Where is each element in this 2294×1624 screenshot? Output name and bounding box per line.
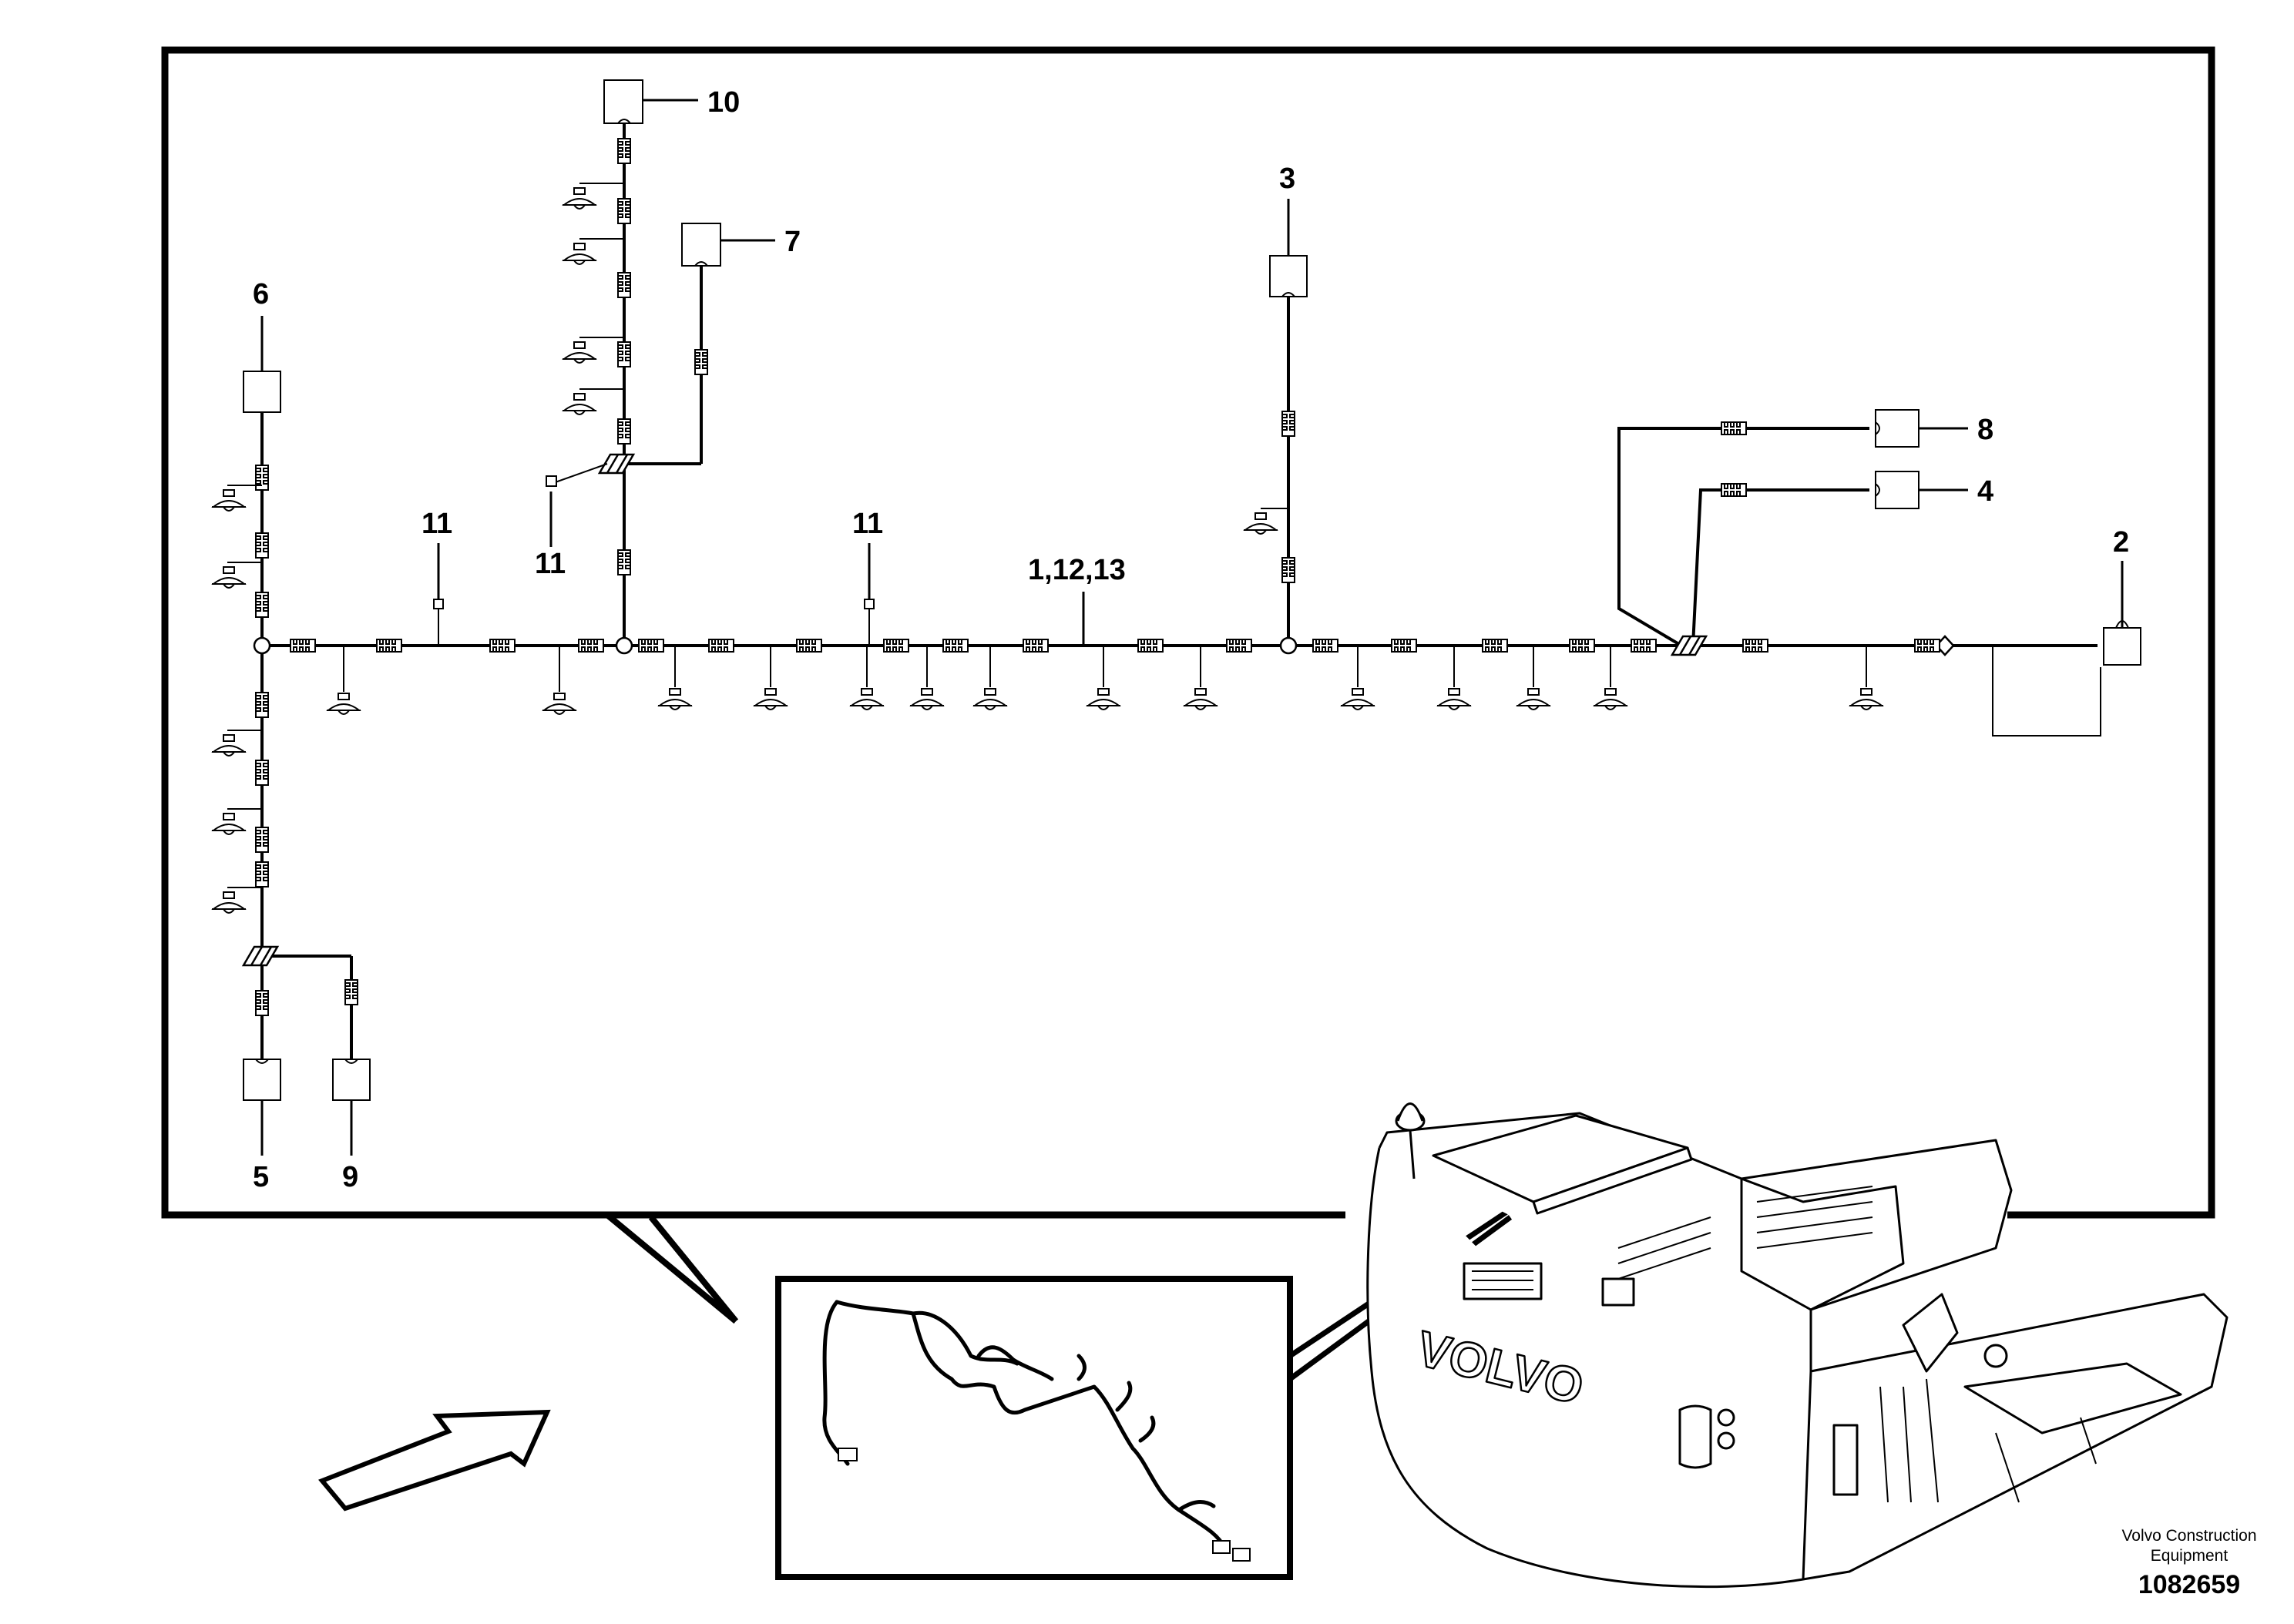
component-6 xyxy=(243,371,281,413)
callout-2: 2 xyxy=(2113,526,2129,559)
branch-left xyxy=(260,412,353,1059)
component-5 xyxy=(243,1059,281,1101)
branch-2-loop xyxy=(1992,646,2101,737)
callout-labels: 10 7 6 3 8 4 2 11 11 11 1,12,13 5 9 1 xyxy=(253,86,2129,1542)
callout-5: 5 xyxy=(253,1161,269,1193)
callout-11-a: 11 xyxy=(422,508,452,540)
component-9 xyxy=(332,1059,371,1101)
component-4 xyxy=(1875,471,1920,509)
manufacturer-label: Volvo Construction Equipment xyxy=(2085,1526,2293,1566)
machine-illustration: VOLVO xyxy=(1366,1102,2229,1589)
diagram-frame xyxy=(161,46,2215,1219)
component-8 xyxy=(1875,409,1920,448)
branch-junctions xyxy=(242,453,1708,967)
component-2 xyxy=(2103,627,2141,666)
callout-6: 6 xyxy=(253,278,269,310)
callout-10: 10 xyxy=(707,86,740,119)
box-entry-marks xyxy=(255,119,2129,1064)
document-number: 1082659 xyxy=(2138,1570,2241,1599)
callout-7: 7 xyxy=(784,226,801,258)
manufacturer-line-1: Volvo Construction xyxy=(2121,1527,2257,1545)
callout-1-12-13: 1,12,13 xyxy=(1028,554,1126,586)
callout-11-c: 11 xyxy=(535,548,566,580)
fixing-points xyxy=(433,463,875,646)
trunk-connectors xyxy=(290,421,1940,653)
frame-pointer xyxy=(605,1212,739,1324)
callout-9: 9 xyxy=(342,1161,358,1193)
component-boxes xyxy=(243,79,2141,1101)
junction-nodes xyxy=(253,635,1955,656)
vertical-clamps xyxy=(211,183,1288,914)
manufacturer-line-2: Equipment xyxy=(2150,1547,2229,1565)
view-direction-arrow xyxy=(318,1409,551,1512)
vertical-connectors xyxy=(256,139,1295,1015)
callout-3: 3 xyxy=(1279,163,1295,195)
callout-8: 8 xyxy=(1977,414,1993,446)
component-10 xyxy=(603,79,643,124)
harness-inset xyxy=(775,1207,1513,1580)
callout-11-b: 11 xyxy=(852,508,883,540)
component-7 xyxy=(681,223,721,267)
branch-10-7 xyxy=(623,123,703,646)
component-3 xyxy=(1269,255,1308,297)
callout-4: 4 xyxy=(1977,475,1993,508)
branch-8-4 xyxy=(1617,427,1869,647)
trunk-clamps xyxy=(326,646,1884,715)
